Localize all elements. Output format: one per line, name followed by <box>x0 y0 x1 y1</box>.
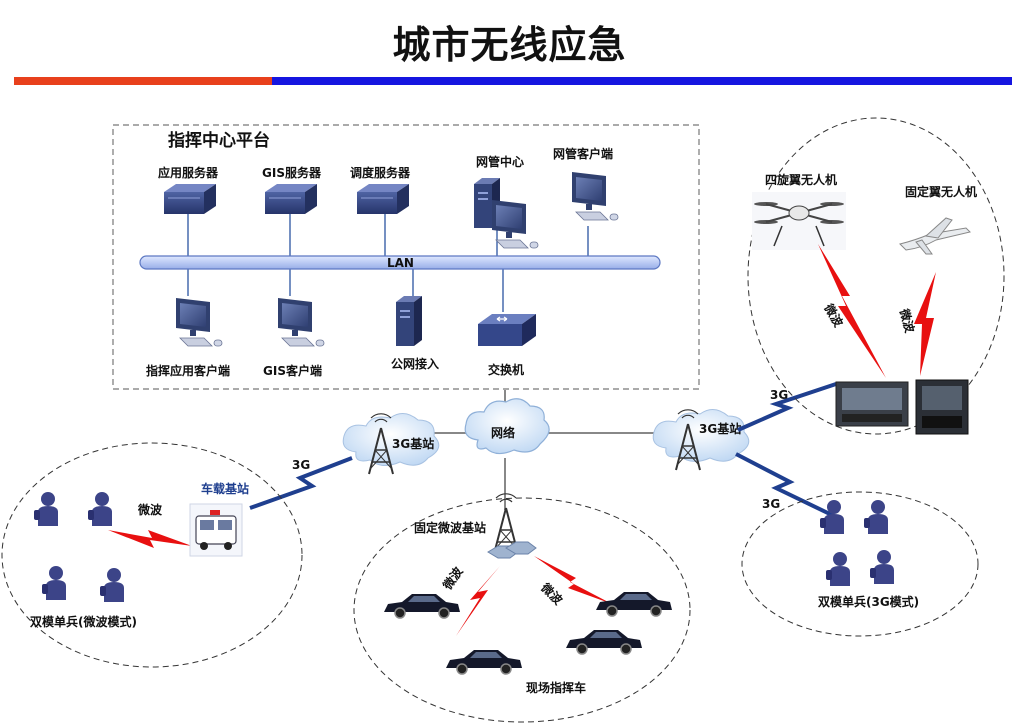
soldiers-3g-zone <box>741 491 979 637</box>
microwave-cars-left-label: 微波 <box>439 563 466 593</box>
lan-drops <box>187 214 589 312</box>
public-access-icon <box>396 296 422 346</box>
vehicle-station-icon <box>189 503 243 557</box>
lan-bus <box>139 255 661 270</box>
command-client-icon <box>175 297 223 347</box>
fixed-station-base-icon <box>487 541 537 559</box>
nms-center-label: 网管中心 <box>476 154 524 169</box>
fixed-station-label: 固定微波基站 <box>414 520 486 535</box>
field-command-car-label: 现场指挥车 <box>526 680 586 695</box>
link-3g-right-top <box>737 382 837 432</box>
soldier-icon <box>100 568 124 602</box>
link-3g-right-top-label: 3G <box>770 388 788 402</box>
microwave-left-label: 微波 <box>137 502 163 517</box>
app-server-label: 应用服务器 <box>158 165 219 180</box>
quad-uav-label: 四旋翼无人机 <box>765 172 837 187</box>
ground-terminal-2-icon <box>915 379 969 435</box>
soldier-icon <box>870 550 894 584</box>
uav-microwave-2-signal <box>914 272 936 376</box>
command-client-label: 指挥应用客户端 <box>146 363 230 378</box>
trunk-links <box>422 390 662 510</box>
car-icon <box>445 649 523 675</box>
soldier-icon <box>34 492 58 526</box>
uav-microwave-1-signal <box>818 244 886 378</box>
fixed-wing-icon <box>899 217 971 255</box>
dispatch-server-label: 调度服务器 <box>350 165 411 180</box>
uav-microwave-2-label: 微波 <box>897 306 918 335</box>
switch-label: 交换机 <box>488 362 524 377</box>
link-3g-right-bottom <box>735 452 835 518</box>
gis-server-label: GIS服务器 <box>262 165 322 180</box>
switch-icon <box>478 314 536 346</box>
soldiers-microwave-label: 双模单兵(微波模式) <box>30 614 137 629</box>
gis-client-label: GIS客户端 <box>263 363 322 378</box>
public-access-label: 公网接入 <box>391 356 439 371</box>
soldiers-microwave-zone <box>1 442 303 668</box>
network-label: 网络 <box>491 425 515 440</box>
uav-zone <box>747 117 1005 435</box>
command-center-title: 指挥中心平台 <box>168 130 270 151</box>
title-underline-blue <box>272 77 1012 85</box>
command-center-frame <box>112 124 700 390</box>
link-3g-left <box>249 456 353 510</box>
dispatch-server-icon <box>356 183 410 215</box>
car-icon <box>565 629 643 655</box>
nms-client-label: 网管客户端 <box>553 146 613 161</box>
uav-microwave-1-label: 微波 <box>821 300 847 330</box>
vehicle-station-label: 车载基站 <box>201 481 249 496</box>
soldiers-3g-label: 双模单兵(3G模式) <box>818 594 919 609</box>
quadcopter-icon <box>752 192 846 250</box>
car-icon <box>595 591 673 617</box>
app-server-icon <box>163 183 217 215</box>
soldier-icon <box>820 500 844 534</box>
fixed-wing-uav-label: 固定翼无人机 <box>905 184 977 199</box>
soldier-icon <box>826 552 850 586</box>
car-icon <box>383 593 461 619</box>
microwave-cars-right-label: 微波 <box>538 579 567 608</box>
soldier-icon <box>864 500 888 534</box>
gis-server-icon <box>264 183 318 215</box>
lan-label: LAN <box>387 256 414 270</box>
soldier-icon <box>42 566 66 600</box>
base-station-right-label: 3G基站 <box>699 421 741 436</box>
title-underline-red <box>14 77 272 85</box>
microwave-cars-right-signal <box>534 556 612 604</box>
nms-center-pc-icon <box>491 199 539 249</box>
network-cloud <box>464 398 550 455</box>
base-station-right-cloud <box>652 409 750 462</box>
link-3g-right-bottom-label: 3G <box>762 497 780 511</box>
page-title: 城市无线应急 <box>392 23 627 67</box>
microwave-left-signal <box>108 530 192 548</box>
soldier-icon <box>88 492 112 526</box>
field-command-zone <box>353 497 691 723</box>
gis-client-icon <box>277 297 325 347</box>
base-station-left-cloud <box>342 413 440 466</box>
base-station-left-label: 3G基站 <box>392 436 434 451</box>
nms-client-icon <box>571 171 619 221</box>
link-3g-left-label: 3G <box>292 458 310 472</box>
ground-terminal-1-icon <box>835 381 909 427</box>
